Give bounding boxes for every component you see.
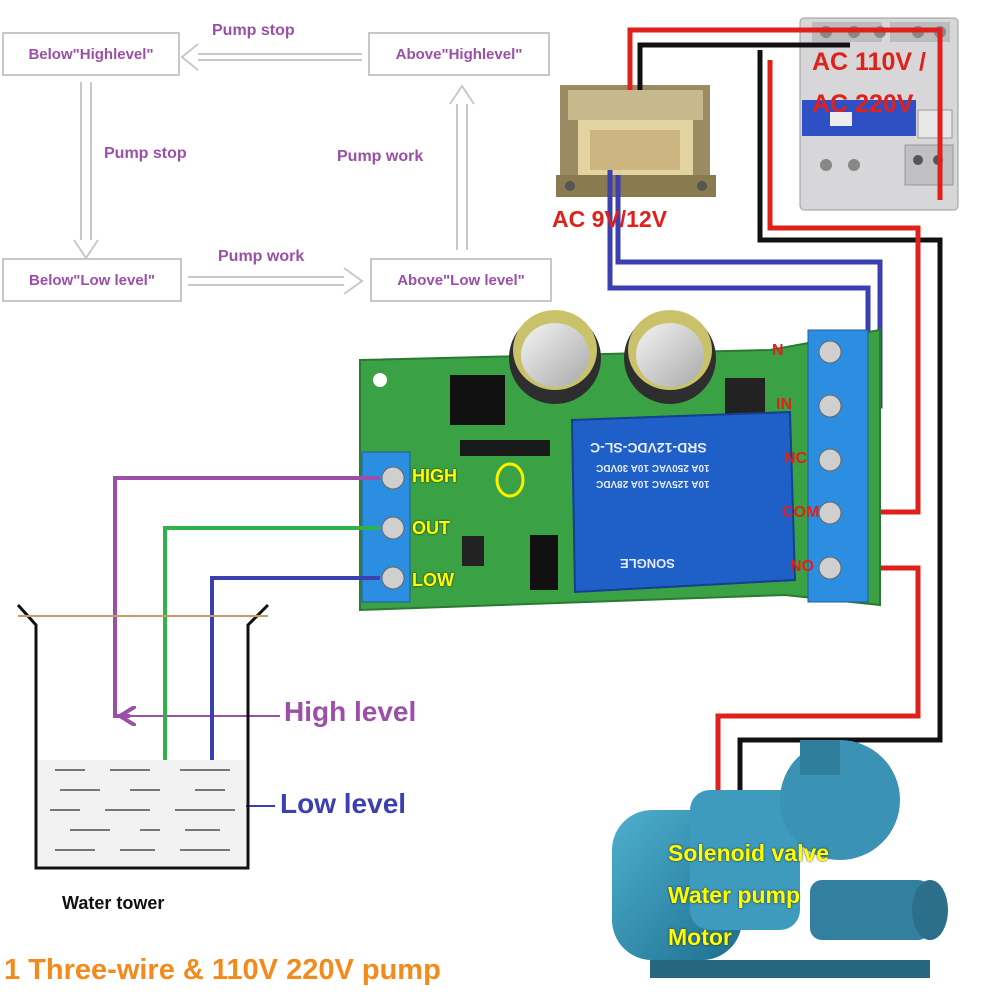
label-pump-work-bottom: Pump work [218, 248, 305, 265]
flow-arrows [73, 43, 475, 295]
relay-brand: SONGLE [620, 556, 675, 571]
label-pump-work-right: Pump work [337, 148, 424, 165]
state-above-high: Above"Highlevel" [368, 32, 550, 76]
water-pump [612, 740, 948, 978]
label-ac-transformer: AC 9V/12V [552, 206, 668, 232]
label-pump-stop-left: Pump stop [104, 145, 187, 162]
relay-rating-2: 10A 125VAC 10A 28VDC [596, 478, 710, 489]
water-tank [16, 603, 270, 870]
state-below-high: Below"Highlevel" [2, 32, 180, 76]
sensor-wires [113, 476, 380, 835]
relay-pin-no: NO [790, 558, 814, 575]
pump-label-motor: Motor [668, 924, 732, 950]
transformer [556, 85, 716, 197]
state-above-low: Above"Low level" [370, 258, 552, 302]
label-water-tower: Water tower [62, 893, 165, 913]
label-high-level: High level [284, 696, 417, 727]
relay-model-text: SRD-12VDC-SL-C [590, 440, 707, 456]
pin-out-label: OUT [412, 518, 450, 538]
pin-low-label: LOW [412, 570, 454, 590]
pin-high-label: HIGH [412, 466, 457, 486]
relay-rating-1: 10A 250VAC 10A 30VDC [596, 462, 710, 473]
label-ac-mains-2: AC 220V [812, 90, 914, 118]
footer-title: 1 Three-wire & 110V 220V pump [4, 954, 441, 986]
relay-pin-nc: NC [784, 450, 808, 467]
pump-label-solenoid: Solenoid valve [668, 840, 830, 866]
label-low-level: Low level [280, 788, 407, 819]
label-ac-mains-1: AC 110V / [812, 48, 926, 76]
pump-label-water-pump: Water pump [668, 882, 801, 908]
relay-pin-com: COM [782, 504, 820, 521]
relay-pin-n-top: N [772, 342, 784, 359]
label-pump-stop-top: Pump stop [212, 22, 295, 39]
relay-module-board [359, 310, 881, 612]
state-below-low: Below"Low level" [2, 258, 182, 302]
relay-pin-in: IN [776, 396, 792, 413]
